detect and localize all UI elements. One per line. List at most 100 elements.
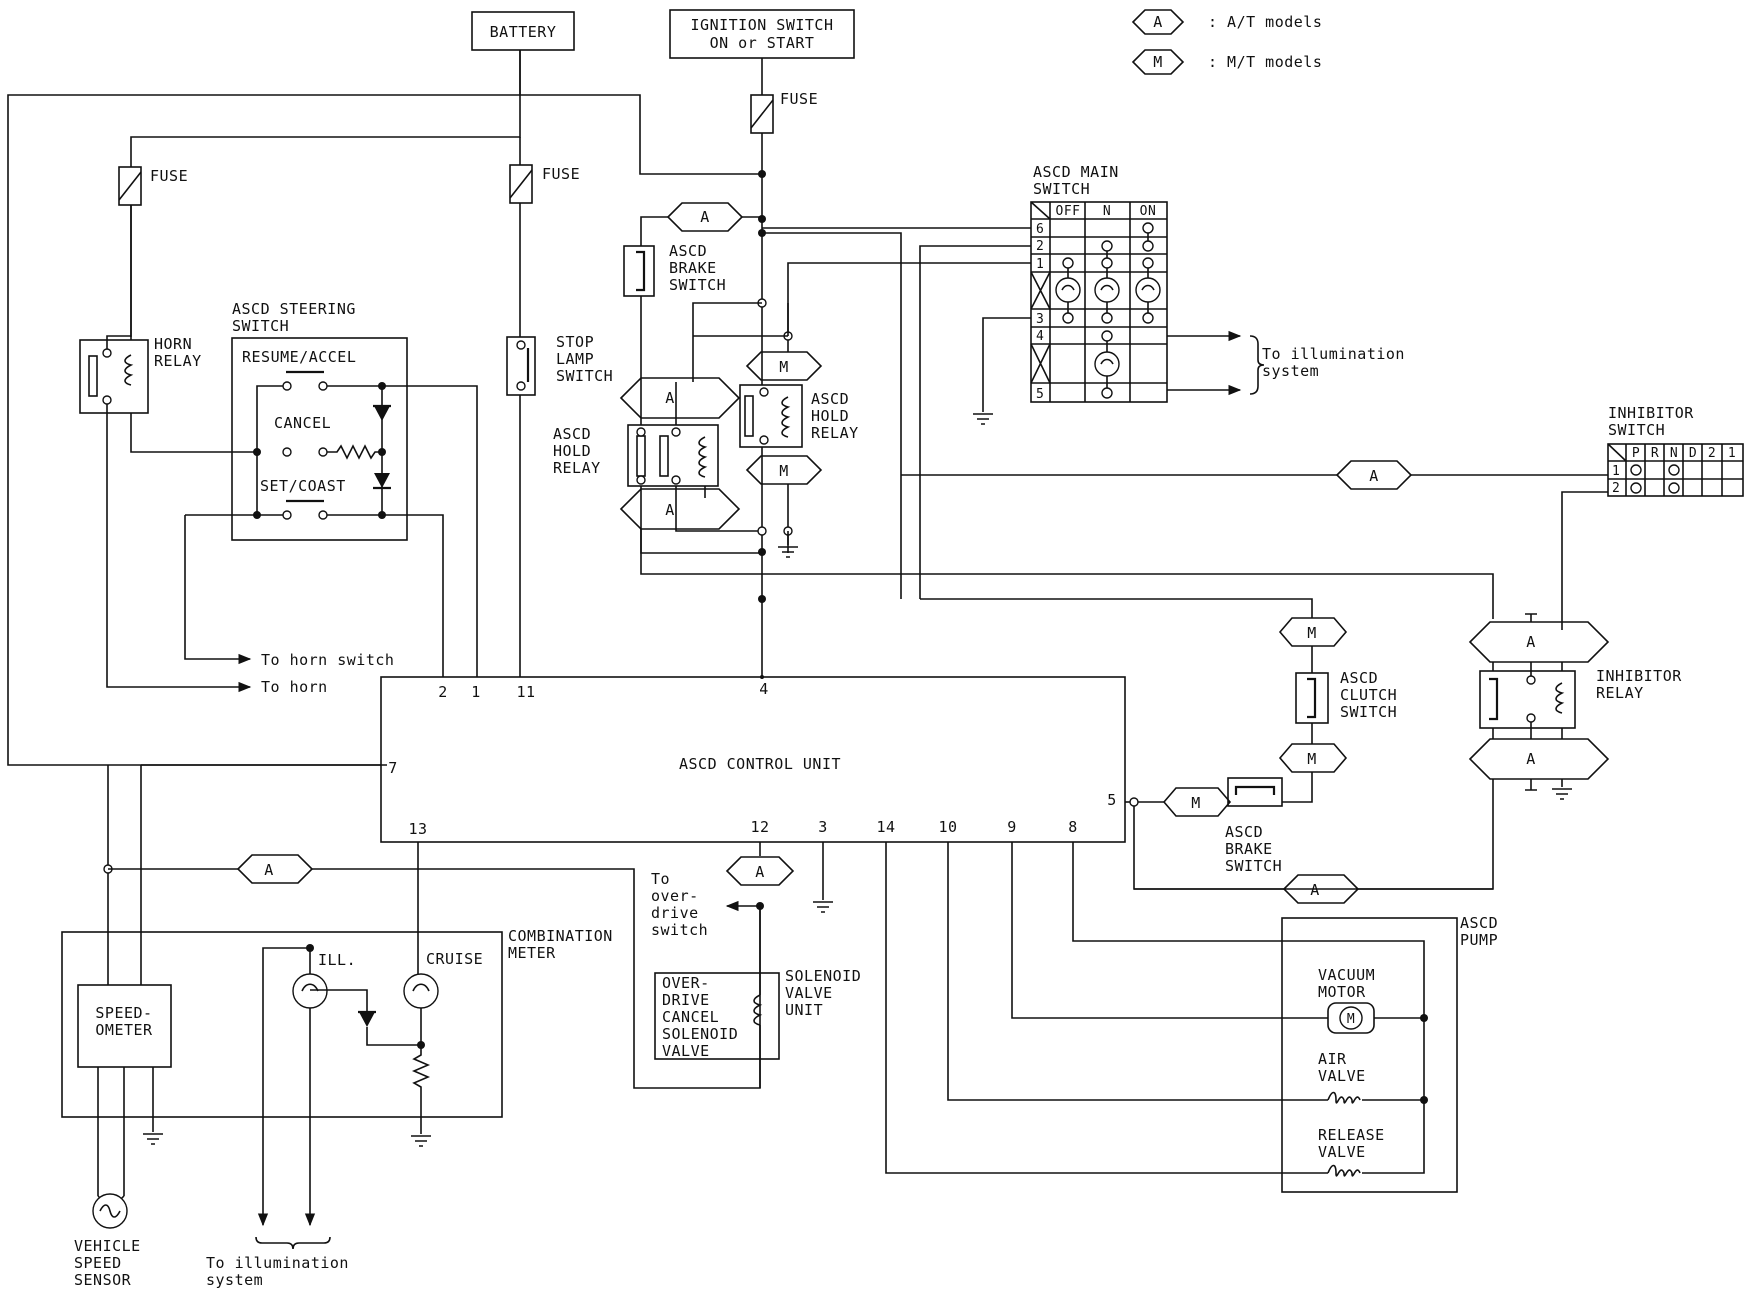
cancel-terminal — [282, 447, 292, 457]
inhibitor-relay-label-line1: INHIBITOR — [1596, 667, 1682, 685]
pin10-air-valve-wire — [947, 842, 1424, 1101]
inhibitor-switch-table — [1607, 443, 1744, 497]
junction-dot — [378, 448, 386, 456]
hold-relay-left-contact2 — [659, 435, 669, 477]
inhibitor-col-label: D — [1689, 446, 1697, 461]
inhibitor-col-label: 1 — [1728, 446, 1736, 461]
cruise-lamp — [403, 973, 439, 1009]
main-switch-row-label: 6 — [1036, 222, 1044, 237]
main-switch-col-on: ON — [1140, 204, 1157, 219]
ground-symbol — [411, 1135, 431, 1147]
steering-to-pin1-wire — [382, 385, 478, 677]
legend-mt-symbol: M — [1153, 53, 1163, 71]
pump-air-line1: AIR — [1318, 1050, 1347, 1068]
junction-dot — [1420, 1014, 1428, 1022]
main-switch-table — [1030, 201, 1168, 403]
pump-title-line2: PUMP — [1460, 931, 1498, 949]
control-unit-pin: 9 — [1007, 818, 1017, 836]
main-switch-contact — [1142, 312, 1154, 324]
main-switch-contact — [1101, 387, 1113, 399]
at-symbol-top: A — [700, 208, 710, 226]
mt-symbol-hold-lower: M — [779, 462, 789, 480]
horn-relay-terminal — [102, 395, 112, 405]
horn-relay-top-wire — [106, 335, 131, 349]
fuse-stop-label: FUSE — [542, 165, 580, 183]
release-valve-coil — [1327, 1164, 1361, 1177]
at-symbol-inhibitor-switch: A — [1369, 467, 1379, 485]
pump-vacuum-line2: MOTOR — [1318, 983, 1366, 1001]
stop-lamp-switch: STOP LAMP SWITCH — [506, 333, 613, 396]
vacuum-motor-symbol-label: M — [1347, 1012, 1355, 1027]
main-switch-row3-ground-wire — [982, 317, 1031, 412]
clutch-switch-wire — [1282, 646, 1313, 803]
stop-lamp-label-line1: STOP — [556, 333, 594, 351]
hold-relay-left-label-line2: HOLD — [553, 442, 591, 460]
hold-left-output-wire — [640, 486, 762, 554]
pin5-at-wire — [1133, 802, 1493, 890]
brake-switch-mt-contact — [1234, 785, 1276, 795]
ascd-hold-relay-left: A A ASCD HOLD RELAY — [553, 377, 741, 530]
legend-at-text: : A/T models — [1208, 13, 1322, 31]
main-switch-col-n: N — [1103, 204, 1111, 219]
main-switch-row-label: 3 — [1036, 312, 1044, 327]
hold-relay-right-label-line2: HOLD — [811, 407, 849, 425]
illumination-brace — [1249, 335, 1265, 395]
hold-left-upper-wire — [692, 302, 762, 382]
combination-meter-title-line2: METER — [508, 944, 556, 962]
at-hexagon-inhibitor-relay-upper — [1468, 621, 1610, 663]
inhibitor-switch-title-line2: SWITCH — [1608, 421, 1665, 439]
junction-dot — [758, 170, 766, 178]
pin9-vacuum-motor-wire — [1011, 842, 1424, 1019]
stop-lamp-label-line2: LAMP — [556, 350, 594, 368]
fuse-stop: FUSE — [509, 164, 580, 204]
solenoid-box-line5: VALVE — [662, 1042, 710, 1060]
mt-symbol-brake: M — [1191, 794, 1201, 812]
junction-dot — [758, 595, 766, 603]
inhibitor-row-label: 2 — [1612, 481, 1620, 496]
at-symbol-inhibitor-relay-lower: A — [1526, 750, 1536, 768]
legend: A : A/T models M : M/T models — [1131, 9, 1322, 75]
legend-at-hexagon — [1131, 9, 1185, 35]
overdrive-ref-line2: over- — [651, 887, 699, 905]
mt-hexagon-hold-upper — [745, 351, 823, 381]
junction-dot — [760, 675, 764, 679]
control-unit-pin: 11 — [516, 683, 535, 701]
hold-relay-right-coil — [781, 396, 791, 438]
meter-resistor — [411, 1045, 431, 1097]
pump-box — [1281, 917, 1458, 1193]
hold-relay-left-terminal — [636, 475, 646, 485]
solenoid-title-line2: VALVE — [785, 984, 833, 1002]
battery-label: BATTERY — [490, 23, 557, 41]
main-switch-lamp — [1055, 277, 1081, 303]
horn-relay-label-line2: RELAY — [154, 352, 202, 370]
legend-mt-hexagon — [1131, 49, 1185, 75]
hold-relay-right-label-line1: ASCD — [811, 390, 849, 408]
ground-symbol — [973, 413, 993, 425]
control-unit-box — [380, 676, 1126, 843]
brake-switch-mt-label-line2: BRAKE — [1225, 840, 1273, 858]
main-switch-contact — [1062, 312, 1074, 324]
control-unit-pin: 4 — [759, 680, 769, 698]
solenoid-valve-unit: OVER- DRIVE CANCEL SOLENOID VALVE SOLENO… — [654, 967, 861, 1060]
stop-lamp-terminal — [516, 340, 526, 350]
clutch-switch-label-line3: SWITCH — [1340, 703, 1397, 721]
steering-switch-title-line1: ASCD STEERING — [232, 300, 356, 318]
junction-dot — [758, 548, 766, 556]
main-switch-lamp-filament — [1061, 284, 1155, 291]
ill-lamp — [292, 973, 328, 1009]
steering-resume-label: RESUME/ACCEL — [242, 348, 356, 366]
mt-clutch-upper-wire — [920, 598, 1313, 618]
steering-common-wire — [256, 385, 283, 516]
ascd-steering-switch: ASCD STEERING SWITCH RESUME/ACCEL CANCEL… — [231, 300, 408, 541]
brake-switch-at-label-line3: SWITCH — [669, 276, 726, 294]
main-switch-row-label: 2 — [1036, 239, 1044, 254]
mt-hexagon-clutch-lower — [1278, 743, 1348, 773]
ignition-label-line2: ON or START — [710, 34, 815, 52]
brake-switch-at-contact — [636, 250, 646, 292]
main-switch-contact — [1142, 240, 1154, 252]
vss-label-line2: SPEED — [74, 1254, 122, 1272]
steering-switch-box — [231, 337, 408, 541]
horn-relay-coil-to-steering-wire — [130, 413, 257, 453]
ill-lamp-left-illum-wire — [257, 947, 310, 1227]
